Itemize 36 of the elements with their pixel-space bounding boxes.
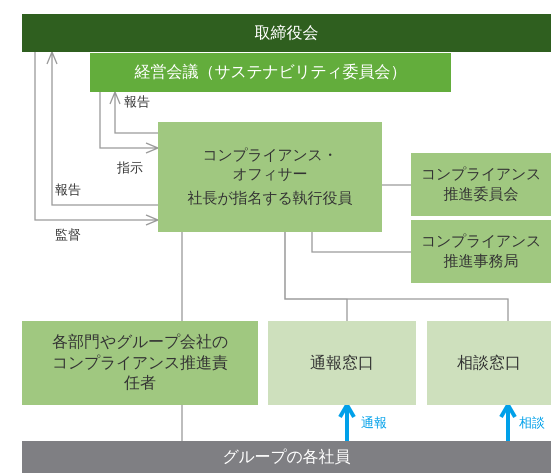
node-title: 各部門やグループ会社のコンプライアンス推進責任者 xyxy=(51,332,229,394)
node-title: グループの各社員 xyxy=(222,446,350,468)
arrow xyxy=(46,51,158,206)
arrow xyxy=(34,52,159,226)
edge-label: 指示 xyxy=(116,161,144,177)
edge-label: 監督 xyxy=(54,228,82,244)
node-title: 通報窓口 xyxy=(310,352,374,374)
report-arrow xyxy=(499,403,517,441)
employees-band xyxy=(22,441,551,473)
node-title: コンプライアンス推進委員会 xyxy=(420,165,542,204)
connector-line xyxy=(284,232,509,321)
edge-label: 相談 xyxy=(518,416,546,432)
contact-box xyxy=(268,321,416,405)
arrow xyxy=(109,91,158,134)
process-box xyxy=(411,153,551,216)
edge-label: 通報 xyxy=(360,416,388,432)
node-title: 経営会議（サステナビリティ委員会） xyxy=(134,62,406,83)
process-box xyxy=(22,321,258,405)
node-subtitle: 社長が指名する執行役員 xyxy=(188,188,352,208)
report-arrow xyxy=(338,403,356,441)
arrow xyxy=(99,92,159,154)
connector-line xyxy=(382,184,411,186)
edge-label: 報告 xyxy=(123,95,151,111)
node-title: 相談窓口 xyxy=(457,352,521,374)
connector-line xyxy=(181,232,183,321)
node-title: コンプライアンス推進事務局 xyxy=(420,232,542,271)
node-title: 取締役会 xyxy=(254,22,318,44)
board-band xyxy=(22,14,551,52)
connector-line xyxy=(181,405,183,441)
officer-box xyxy=(158,122,382,232)
edge-label: 報告 xyxy=(54,183,82,199)
process-box xyxy=(411,220,551,283)
node-title: コンプライアンス・オフィサー xyxy=(202,146,338,185)
connector-line xyxy=(311,232,411,253)
committee-box xyxy=(90,53,451,92)
contact-box xyxy=(427,321,551,405)
